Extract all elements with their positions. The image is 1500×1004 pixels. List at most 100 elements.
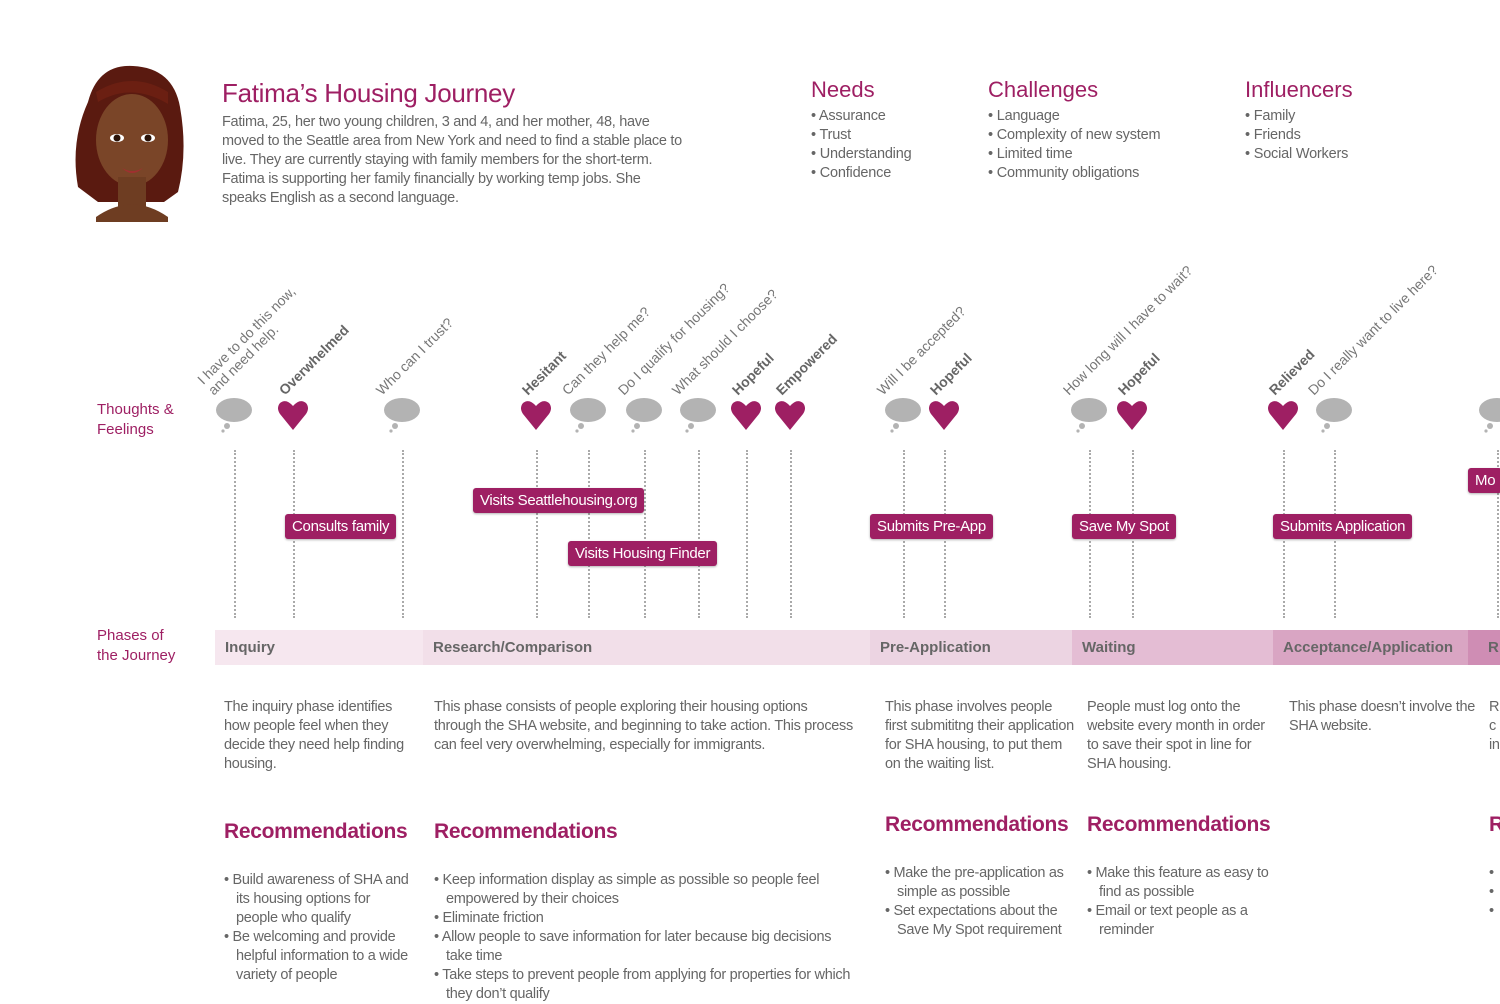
list-item: Trust [811, 126, 911, 145]
activity-visits-housing-finder: Visits Housing Finder [568, 541, 718, 566]
thought-bubble-icon [885, 398, 921, 433]
phase-description: This phase involves people first submiti… [885, 699, 1074, 772]
bullet-list: LanguageComplexity of new systemLimited … [988, 107, 1161, 183]
heart-icon [775, 401, 805, 430]
timeline-divider [746, 450, 748, 618]
feeling-text: Hopeful [1114, 349, 1163, 398]
feeling-marker: Empowered [770, 331, 840, 436]
thought-bubble-icon [680, 398, 716, 433]
feeling-marker: Overwhelmed [273, 322, 352, 436]
list-item: Understanding [811, 145, 912, 164]
recommendations-heading: R [1489, 813, 1500, 836]
feeling-text: Hopeful [926, 349, 975, 398]
feeling-text: Overwhelmed [275, 321, 352, 398]
thought-marker: Will I be accepted? [874, 303, 969, 436]
activity-submits-pre-app: Submits Pre-App [870, 514, 993, 539]
list-item: Language [988, 107, 1160, 126]
thought-marker: What should I choose? [669, 286, 781, 436]
timeline-divider [698, 450, 700, 618]
timeline-divider [1497, 450, 1499, 618]
feeling-marker: Hesitant [516, 348, 569, 436]
thought-marker: How long will I have to wait? [1060, 262, 1195, 436]
phase-pre-application: Pre-Application [870, 630, 1072, 665]
feeling-text: Empowered [772, 330, 841, 398]
persona-intro: Fatima, 25, her two young children, 3 an… [222, 114, 682, 206]
thought-bubble-icon [570, 398, 606, 433]
needs-section: Needs AssuranceTrustUnderstandingConfide… [811, 77, 912, 183]
thought-marker: Do I really want to live here? [1305, 262, 1441, 436]
activity-submits-application: Submits Application [1273, 514, 1413, 539]
phase-partial: R [1468, 630, 1500, 665]
heart-icon [731, 401, 761, 430]
bullet-list: Make the pre-application as simple as po… [885, 864, 1065, 940]
list-item: Family [1245, 107, 1353, 126]
thought-marker [1477, 396, 1500, 436]
list-item: Assurance [811, 107, 911, 126]
bullet-list: Make this feature as easy to find as pos… [1087, 864, 1277, 940]
timeline-divider [536, 450, 538, 618]
heart-icon [278, 401, 308, 430]
thought-bubble-icon [216, 398, 252, 433]
timeline-divider [790, 450, 792, 618]
thought-bubble-icon [384, 398, 420, 433]
list-item: Complexity of new system [988, 126, 1161, 145]
thought-bubble-icon [626, 398, 662, 433]
list-item: Be welcoming and provide helpful informa… [224, 928, 414, 985]
timeline-divider [588, 450, 590, 618]
heart-icon [521, 401, 551, 430]
timeline-divider [644, 450, 646, 618]
activity-partial: Mo [1468, 468, 1500, 493]
timeline-divider [234, 450, 236, 618]
persona-avatar [75, 65, 184, 222]
bullet-list: FamilyFriendsSocial Workers [1245, 107, 1353, 164]
list-item [1489, 883, 1500, 902]
heart-icon [929, 401, 959, 430]
list-item: Make the pre-application as simple as po… [885, 864, 1065, 902]
thought-text: Will I be accepted? [873, 303, 969, 398]
heart-icon [1268, 401, 1298, 430]
list-item: Set expectations about the Save My Spot … [885, 902, 1065, 940]
bullet-list: Keep information display as simple as po… [434, 871, 854, 1004]
phases-label: Phases of the Journey [97, 627, 176, 664]
list-item: Community obligations [988, 164, 1160, 183]
needs-title: Needs [811, 77, 875, 102]
feeling-text: Hopeful [728, 349, 777, 398]
feeling-marker: Hopeful [1112, 350, 1163, 436]
phase-acceptance: Acceptance/Application [1273, 630, 1468, 665]
thought-text: Who can I trust? [372, 314, 457, 398]
recommendations-heading: Recommendations [885, 813, 1069, 836]
phase-description: The inquiry phase identifies how people … [224, 699, 404, 772]
timeline-divider [402, 450, 404, 618]
influencers-title: Influencers [1245, 77, 1353, 102]
list-item [1489, 864, 1500, 883]
phase-waiting: Waiting [1072, 630, 1273, 665]
thought-text: Do I really want to live here? [1304, 261, 1441, 398]
thought-bubble-icon [1071, 398, 1107, 433]
phase-description: People must log onto the website every m… [1087, 699, 1265, 772]
list-item: Keep information display as simple as po… [434, 871, 854, 909]
feeling-marker: Hopeful [924, 350, 975, 436]
list-item: Eliminate friction [434, 909, 854, 928]
phase-description: This phase consists of people exploring … [434, 699, 853, 753]
recommendations-heading: Recommendations [434, 820, 618, 843]
thoughts-feelings-label: Thoughts & Feelings [97, 401, 174, 438]
influencers-section: Influencers FamilyFriendsSocial Workers [1245, 77, 1353, 164]
list-item: Take steps to prevent people from applyi… [434, 966, 854, 1004]
heart-icon [1117, 401, 1147, 430]
challenges-title: Challenges [988, 77, 1099, 102]
list-item [1489, 902, 1500, 921]
phase-research: Research/Comparison [423, 630, 870, 665]
phase-inquiry: Inquiry [215, 630, 423, 665]
list-item: Email or text people as a reminder [1087, 902, 1277, 940]
bullet-list: Build awareness of SHA and its housing o… [224, 871, 414, 985]
feeling-marker: Relieved [1263, 346, 1318, 436]
list-item: Confidence [811, 164, 911, 183]
page-title: Fatima’s Housing Journey [222, 78, 515, 108]
list-item: Make this feature as easy to find as pos… [1087, 864, 1277, 902]
list-item: Social Workers [1245, 145, 1353, 164]
list-item: Friends [1245, 126, 1353, 145]
thought-marker: Who can I trust? [373, 315, 456, 436]
recommendations-heading: Recommendations [224, 820, 408, 843]
thought-text: What should I choose? [668, 285, 781, 398]
list-item: Limited time [988, 145, 1160, 164]
